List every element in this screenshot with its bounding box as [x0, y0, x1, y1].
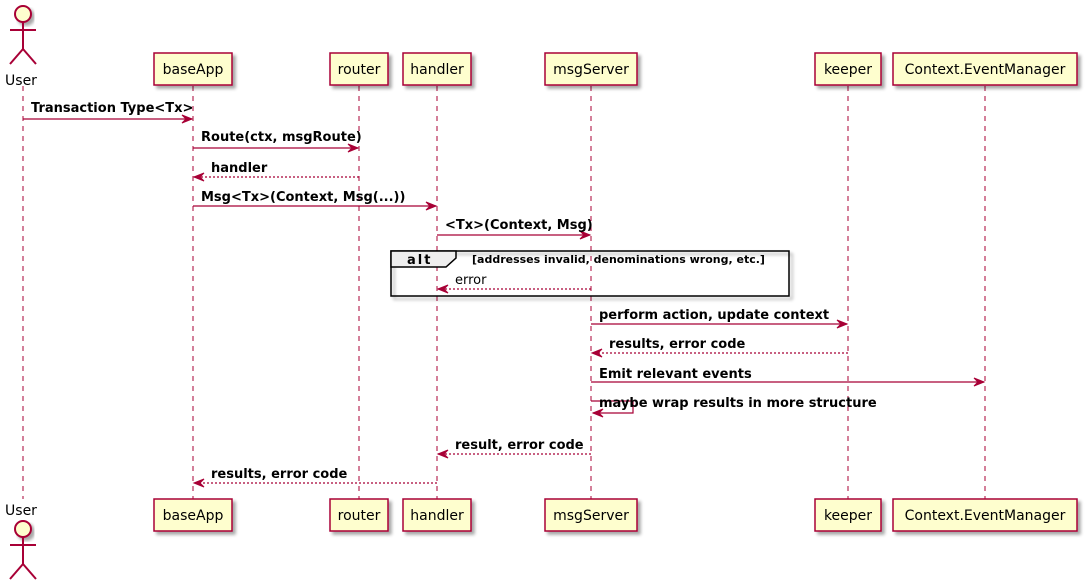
participant-box — [329, 52, 389, 86]
participant-label: handler — [410, 508, 464, 524]
participant-router-bottom: router — [329, 498, 389, 532]
participant-label: router — [338, 508, 381, 524]
message-1: Route(ctx, msgRoute) — [193, 130, 362, 153]
message-label: perform action, update context — [599, 308, 829, 323]
participant-box — [892, 498, 1078, 532]
message-arrowhead — [436, 449, 449, 459]
participant-label: msgServer — [553, 62, 629, 78]
message-7: results, error code — [590, 337, 848, 358]
actor-leg-right — [22, 48, 37, 65]
participant-baseApp-bottom: baseApp — [153, 498, 233, 532]
message-arrowhead — [590, 348, 603, 358]
participant-eventManager-bottom: Context.EventManager — [892, 498, 1078, 532]
participant-label: baseApp — [163, 508, 224, 524]
message-label: Emit relevant events — [599, 367, 752, 382]
actor-label: User — [5, 73, 37, 89]
participant-box — [402, 52, 472, 86]
message-label: results, error code — [609, 337, 746, 352]
participant-box — [329, 498, 389, 532]
message-5: error — [436, 273, 591, 294]
message-10: result, error code — [436, 438, 591, 459]
participant-keeper-bottom: keeper — [814, 498, 882, 532]
participant-box — [153, 498, 233, 532]
participant-box — [892, 52, 1078, 86]
actor-leg-right — [22, 563, 37, 580]
participant-label: Context.EventManager — [905, 62, 1066, 78]
participant-label: keeper — [824, 508, 872, 524]
actor-label: User — [5, 503, 37, 519]
message-arrowhead — [591, 408, 604, 418]
message-arrowhead — [836, 319, 849, 329]
participant-handler-bottom: handler — [402, 498, 472, 532]
message-arrowhead — [347, 143, 360, 153]
participant-baseApp-top: baseApp — [153, 52, 233, 86]
message-label: handler — [211, 161, 268, 176]
participant-msgServer-bottom: msgServer — [544, 498, 638, 532]
alt-keyword: alt — [407, 253, 432, 268]
message-2: handler — [192, 161, 359, 182]
participant-label: handler — [410, 62, 464, 78]
participant-eventManager-top: Context.EventManager — [892, 52, 1078, 86]
message-arrowhead — [425, 201, 438, 211]
participant-label: router — [338, 62, 381, 78]
participant-handler-top: handler — [402, 52, 472, 86]
message-4: <Tx>(Context, Msg) — [437, 218, 593, 240]
participant-box — [544, 498, 638, 532]
message-label: Route(ctx, msgRoute) — [201, 130, 362, 145]
message-3: Msg<Tx>(Context, Msg(...)) — [193, 190, 438, 211]
message-arrowhead — [192, 478, 205, 488]
participant-box — [814, 498, 882, 532]
alt-guard: [addresses invalid, denominations wrong,… — [472, 253, 765, 266]
alt-frame: alt [addresses invalid, denominations wro… — [390, 250, 790, 297]
message-label: maybe wrap results in more structure — [599, 396, 877, 411]
message-11: results, error code — [192, 467, 437, 488]
message-label: results, error code — [211, 467, 348, 482]
message-label: error — [455, 273, 487, 288]
message-label: <Tx>(Context, Msg) — [445, 218, 593, 233]
participant-label: baseApp — [163, 62, 224, 78]
participant-label: msgServer — [553, 508, 629, 524]
alt-frame-border — [390, 250, 790, 297]
message-arrowhead — [181, 114, 194, 124]
participant-box — [544, 52, 638, 86]
message-label: Msg<Tx>(Context, Msg(...)) — [201, 190, 405, 205]
message-9: maybe wrap results in more structure — [591, 396, 877, 418]
message-arrowhead — [579, 230, 592, 240]
actor-user-top: User — [5, 5, 37, 89]
message-arrowhead — [973, 377, 986, 387]
actor-user-bottom: User — [5, 503, 37, 580]
message-label: result, error code — [455, 438, 584, 453]
actor-head — [14, 520, 32, 538]
participant-box — [402, 498, 472, 532]
message-8: Emit relevant events — [591, 367, 986, 387]
participant-label: Context.EventManager — [905, 508, 1066, 524]
message-6: perform action, update context — [591, 308, 849, 329]
participant-box — [814, 52, 882, 86]
participant-label: keeper — [824, 62, 872, 78]
message-line — [591, 400, 634, 414]
actor-leg-left — [9, 48, 24, 65]
participant-box — [153, 52, 233, 86]
participant-msgServer-top: msgServer — [544, 52, 638, 86]
message-arrowhead — [436, 284, 449, 294]
actor-leg-left — [9, 563, 24, 580]
participant-router-top: router — [329, 52, 389, 86]
message-label: Transaction Type<Tx> — [31, 101, 193, 116]
message-arrowhead — [192, 172, 205, 182]
actor-head — [14, 5, 32, 23]
alt-frame-tab — [390, 250, 457, 268]
message-0: Transaction Type<Tx> — [23, 101, 194, 124]
participant-keeper-top: keeper — [814, 52, 882, 86]
